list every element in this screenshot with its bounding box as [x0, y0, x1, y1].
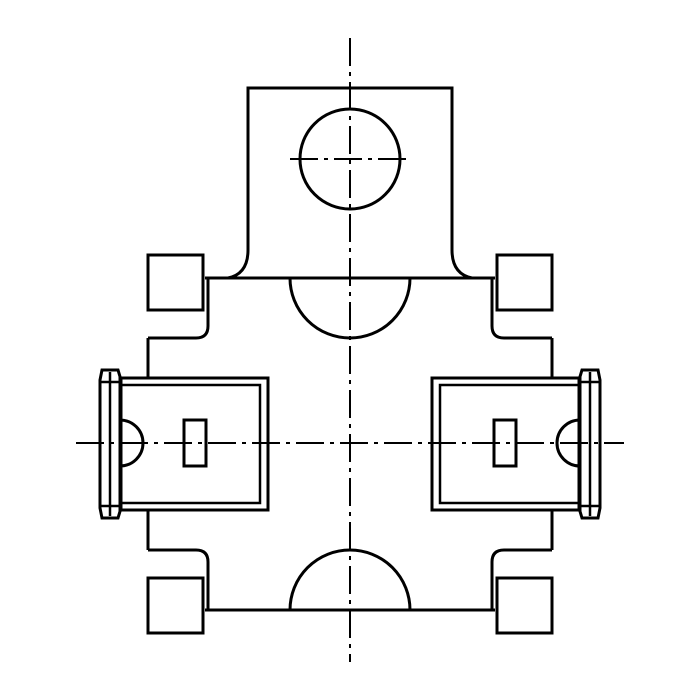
right-connector-boss — [555, 418, 581, 468]
lug-tr-block — [495, 253, 554, 312]
lug-bl-block — [146, 576, 205, 635]
lug-br-fillet — [490, 548, 552, 610]
corner-lug-top-left — [146, 253, 210, 340]
right-flange — [577, 368, 602, 520]
lug-tr-fillet — [490, 278, 552, 340]
corner-lug-bottom-left — [146, 548, 210, 635]
lug-tl-block — [146, 253, 205, 312]
corner-lug-bottom-right — [490, 548, 554, 635]
lug-bl-fillet — [148, 548, 210, 610]
lug-tl-fillet — [148, 278, 210, 340]
left-flange — [98, 368, 123, 520]
center-lines — [76, 38, 624, 662]
lug-br-block — [495, 576, 554, 635]
corner-lug-top-right — [490, 253, 554, 340]
